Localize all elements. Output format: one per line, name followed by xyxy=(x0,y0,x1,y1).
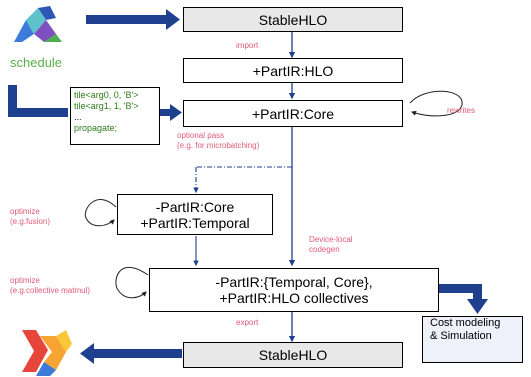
temporal-line-1: -PartIR:Core xyxy=(155,198,235,215)
optimize-fusion-line-1: optimize xyxy=(10,207,40,216)
optimize-fusion-line-2: (e.g.fusion) xyxy=(10,217,51,226)
schedule-arrow xyxy=(8,85,68,117)
export-label: export xyxy=(236,318,259,327)
collective-loop xyxy=(115,267,149,299)
tiles-to-core-arrow xyxy=(160,104,182,121)
partir-core-box: +PartIR:Core xyxy=(183,100,403,127)
collective-line-2: +PartIR:HLO collectives xyxy=(219,290,369,306)
optional-pass-line-1: optional pass xyxy=(177,131,225,140)
optimize-collective-label: optimize (e.g.collective matmul) xyxy=(10,276,90,296)
optional-pass-label: optional pass (e.g. for microbatching) xyxy=(177,131,259,151)
cost-line-2: & Simulation xyxy=(430,330,492,342)
tile-code-box: tile<arg0, 0, 'B'> tile<arg1, 1, 'B'> ..… xyxy=(70,87,160,145)
xla-logo-icon xyxy=(22,330,72,376)
optimize-collective-line-1: optimize xyxy=(10,276,40,285)
tile-line-1: tile<arg0, 0, 'B'> xyxy=(74,90,139,100)
optional-pass-branch xyxy=(193,166,292,194)
optimize-fusion-label: optimize (e.g.fusion) xyxy=(10,207,50,227)
temporal-box: -PartIR:Core +PartIR:Temporal xyxy=(117,194,273,235)
tile-line-4: propagate; xyxy=(74,123,118,133)
rewrites-loop xyxy=(409,90,463,117)
cost-modeling-box: Cost modeling & Simulation xyxy=(422,316,523,363)
jax-logo-icon xyxy=(14,6,62,42)
import-label: import xyxy=(236,41,259,50)
stablehlo-top-box: StableHLO xyxy=(183,7,403,32)
schedule-label: schedule xyxy=(10,55,63,70)
collective-to-cost-arrow xyxy=(438,284,488,314)
device-local-line-2: codegen xyxy=(309,245,340,254)
collectives-box: -PartIR:{Temporal, Core}, +PartIR:HLO co… xyxy=(149,268,439,312)
jax-to-stablehlo-arrow xyxy=(86,9,180,30)
device-local-label: Device-local codegen xyxy=(309,235,353,255)
tile-line-2: tile<arg1, 1, 'B'> xyxy=(74,101,139,111)
temporal-line-2: +PartIR:Temporal xyxy=(140,214,250,231)
optimize-collective-line-2: (e.g.collective matmul) xyxy=(10,286,91,295)
device-local-line-1: Device-local xyxy=(309,235,353,244)
rewrites-label: rewrites xyxy=(447,106,476,115)
cost-line-1: Cost modeling xyxy=(430,317,501,329)
fusion-loop xyxy=(84,199,117,227)
stablehlo-bottom-box: StableHLO xyxy=(183,342,403,368)
stablehlo-to-xla-arrow xyxy=(80,343,182,364)
collective-line-1: -PartIR:{Temporal, Core}, xyxy=(215,274,373,290)
optional-pass-line-2: (e.g. for microbatching) xyxy=(177,141,260,150)
partir-hlo-box: +PartIR:HLO xyxy=(183,58,403,83)
tile-line-3: ... xyxy=(74,112,82,122)
